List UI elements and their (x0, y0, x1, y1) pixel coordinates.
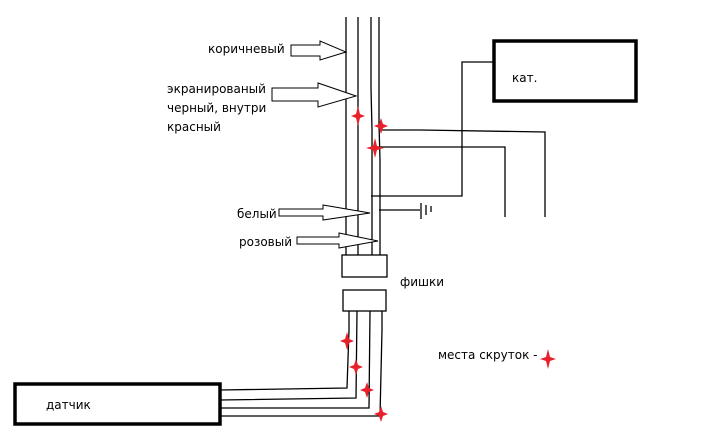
coil-block (492, 39, 638, 103)
twist-marker-icon (349, 359, 363, 375)
branch-wires (371, 61, 546, 217)
legend-twist-icon (540, 349, 556, 369)
twist-marker-icon (351, 106, 365, 126)
twist-marker-icon (360, 382, 374, 398)
label-shielded-line1: экранированый (167, 82, 266, 96)
arrow-shielded (271, 82, 358, 108)
label-connectors: фишки (400, 275, 444, 289)
sensor-label: датчик (46, 398, 91, 412)
sensor-wire-2 (219, 310, 358, 401)
branch-wire-2 (374, 146, 506, 217)
label-shielded-line2: черный, внутри (167, 101, 266, 115)
arrow-pink (296, 232, 379, 249)
coil-label: кат. (512, 71, 537, 85)
label-white: белый (237, 207, 277, 221)
sensor-wire-1 (219, 311, 350, 391)
arrow-brown (290, 40, 348, 61)
sensor-wire-4 (220, 311, 383, 417)
sensor-block (13, 382, 222, 426)
sensor-wire-3 (220, 310, 371, 409)
label-pink: розовый (239, 235, 292, 249)
legend-label: места скруток - (438, 348, 537, 362)
label-shielded-line3: красный (167, 120, 221, 134)
twist-markers (340, 106, 556, 422)
twist-marker-icon (374, 406, 388, 422)
connector-lower (342, 289, 387, 312)
harness-wires-upper (345, 17, 381, 256)
branch-wire-1 (381, 129, 546, 217)
arrow-white (278, 204, 371, 221)
ground-icon (420, 203, 432, 219)
twist-marker-icon (366, 138, 384, 158)
twist-marker-icon (340, 332, 354, 350)
harness-wires-lower (219, 310, 383, 417)
wire-white (370, 17, 373, 256)
branch-wire-coil (371, 61, 493, 197)
twist-marker-icon (374, 118, 388, 134)
wire-pink (378, 17, 381, 256)
label-brown: коричневый (208, 42, 285, 56)
connector-upper (341, 254, 388, 278)
